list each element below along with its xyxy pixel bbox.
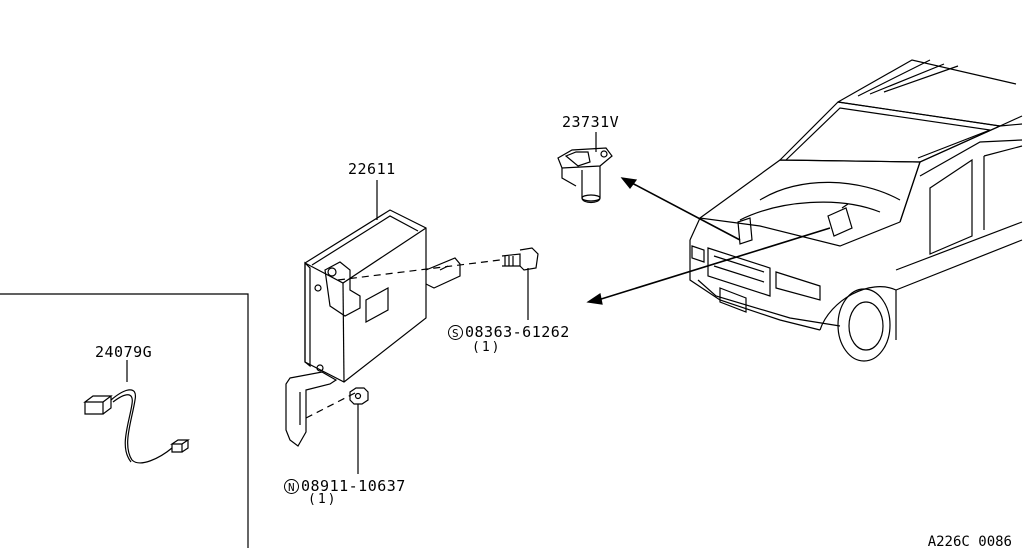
ecu-drawing	[285, 180, 501, 447]
callout-arrows	[586, 177, 831, 305]
nut-drawing	[349, 387, 369, 474]
harness-drawing	[83, 360, 190, 464]
screw-prefix-symbol: S	[448, 325, 463, 340]
harness-part-number: 24079G	[95, 343, 153, 361]
ecu-part-number: 22611	[348, 160, 396, 178]
screw-drawing	[501, 247, 539, 320]
nut-quantity: (1)	[308, 492, 338, 507]
nut-part-number: 08911-10637	[301, 477, 406, 495]
vehicle-drawing	[689, 59, 1023, 362]
sensor-drawing	[557, 132, 613, 204]
diagram-code: A226C 0086	[927, 534, 1012, 550]
nut-prefix-symbol: N	[284, 479, 299, 494]
screw-part-number: 08363-61262	[465, 323, 570, 341]
screw-quantity: (1)	[472, 340, 502, 355]
sensor-part-number: 23731V	[562, 113, 620, 131]
inset-frame	[0, 293, 249, 548]
